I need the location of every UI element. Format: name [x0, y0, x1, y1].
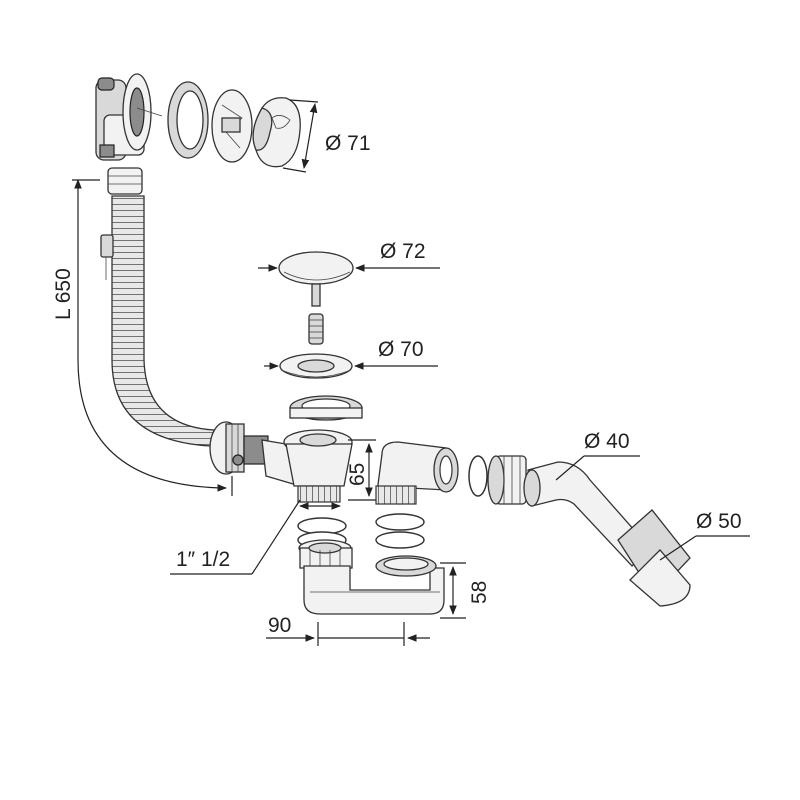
- thread-size-label: 1″ 1/2: [176, 548, 230, 571]
- outlet-small-diameter-label: Ø 40: [584, 430, 630, 453]
- waste-height-label: 65: [346, 463, 369, 486]
- cable-length-label: L 650: [52, 268, 75, 320]
- waste-gasket: [289, 395, 363, 421]
- outlet-pipe: [523, 461, 691, 607]
- flexible-hose: [111, 195, 215, 447]
- waste-body: [283, 429, 353, 503]
- trap-body: [303, 555, 445, 615]
- trap-height-label: 58: [468, 581, 491, 604]
- outlet-elbow: [375, 441, 459, 505]
- waste-flange: [279, 353, 353, 379]
- flange-diameter-label: Ø 70: [378, 338, 424, 361]
- overflow-hose-nut: [107, 167, 143, 195]
- plug-cap: [278, 251, 354, 307]
- waste-hose-nut: [209, 421, 245, 475]
- outlet-nut: [487, 455, 527, 505]
- overflow-inner-plate: [211, 89, 253, 163]
- plug-diameter-label: Ø 72: [380, 240, 426, 263]
- trap-washer-right: [375, 513, 425, 549]
- cable-clip: [100, 234, 114, 280]
- outlet-washer: [468, 455, 488, 497]
- plug-spring: [308, 313, 324, 345]
- overflow-gasket: [167, 81, 209, 159]
- outlet-large-diameter-label: Ø 50: [696, 510, 742, 533]
- trap-offset-label: 90: [268, 614, 291, 637]
- overflow-housing: [95, 77, 145, 161]
- overflow-cover: [252, 97, 301, 168]
- trap-nut: [298, 539, 353, 569]
- overflow-diameter-label: Ø 71: [325, 132, 371, 155]
- overflow-spring-rod: [122, 73, 163, 151]
